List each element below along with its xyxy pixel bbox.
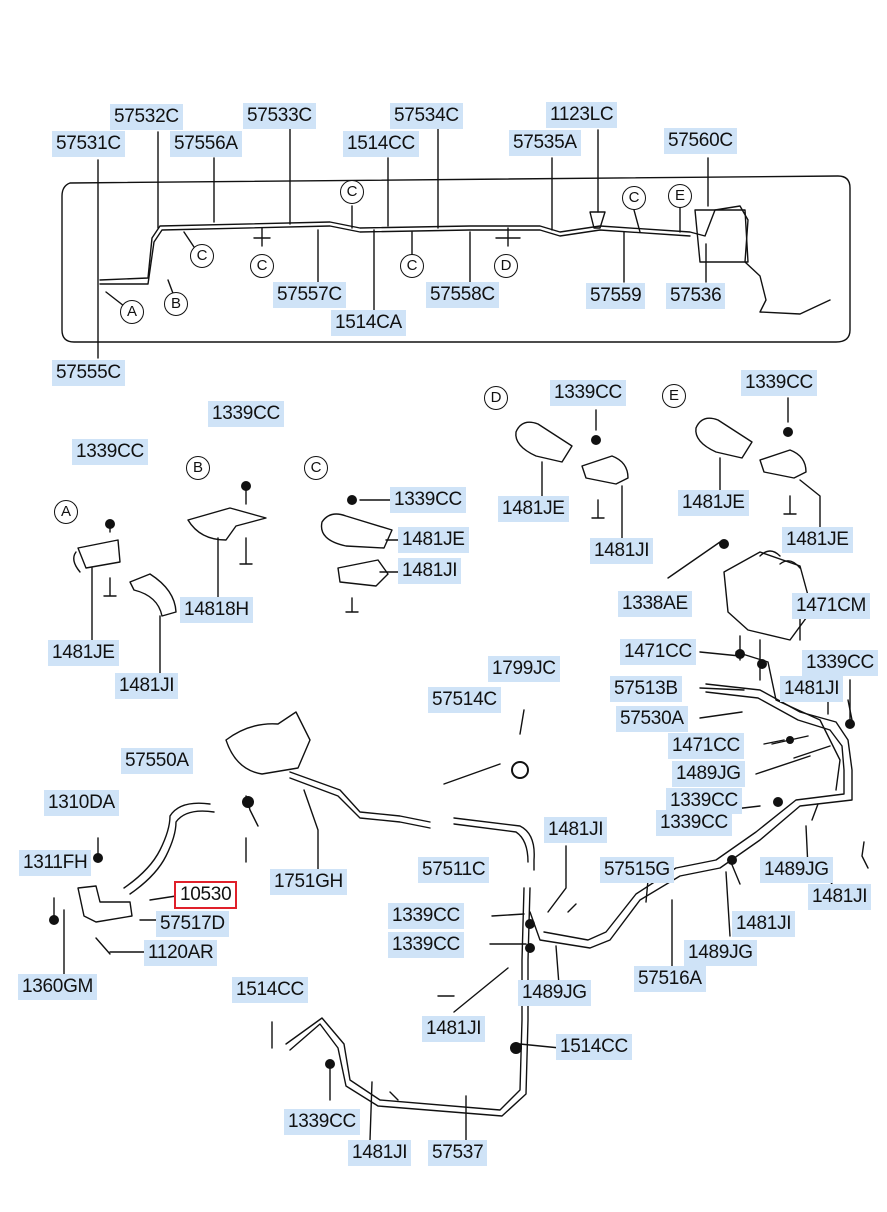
part-label[interactable]: 1481JE [498, 496, 569, 522]
part-label[interactable]: 1514CA [331, 310, 406, 336]
part-label[interactable]: 57556A [170, 131, 242, 157]
part-label[interactable]: 57515G [600, 857, 674, 883]
part-label[interactable]: 1481JI [398, 558, 462, 584]
part-label[interactable]: 1339CC [284, 1109, 360, 1135]
detail-marker-c: C [190, 244, 214, 268]
part-label[interactable]: 1481JI [544, 817, 608, 843]
part-label[interactable]: 1489JG [684, 940, 757, 966]
part-label[interactable]: 14818H [180, 597, 253, 623]
part-label[interactable]: 1481JI [732, 911, 796, 937]
part-label[interactable]: 1338AE [618, 591, 692, 617]
part-label[interactable]: 1471CM [792, 593, 871, 619]
part-label[interactable]: 1514CC [232, 977, 308, 1003]
part-label[interactable]: 1799JC [488, 656, 560, 682]
part-label[interactable]: 1489JG [518, 980, 591, 1006]
part-label[interactable]: 57535A [509, 130, 581, 156]
part-label[interactable]: 57560C [664, 128, 737, 154]
detail-marker-c: C [400, 254, 424, 278]
part-label[interactable]: 1481JI [590, 538, 654, 564]
part-label[interactable]: 57513B [610, 676, 682, 702]
part-label[interactable]: 1481JE [782, 527, 853, 553]
part-label[interactable]: 1471CC [668, 733, 744, 759]
part-label[interactable]: 1481JI [348, 1140, 412, 1166]
part-label[interactable]: 1339CC [666, 788, 742, 814]
part-label[interactable]: 1514CC [556, 1034, 632, 1060]
part-label[interactable]: 1339CC [388, 903, 464, 929]
part-label[interactable]: 1339CC [802, 650, 878, 676]
part-label[interactable]: 1339CC [741, 370, 817, 396]
detail-marker-d: D [494, 254, 518, 278]
part-label[interactable]: 57558C [426, 282, 499, 308]
part-label[interactable]: 1489JG [760, 857, 833, 883]
part-label[interactable]: 57536 [666, 283, 726, 309]
part-label[interactable]: 57517D [156, 911, 229, 937]
part-label[interactable]: 1311FH [19, 850, 92, 876]
detail-marker-c: C [304, 456, 328, 480]
part-label[interactable]: 57516A [634, 966, 706, 992]
part-label[interactable]: 1120AR [144, 940, 218, 966]
part-label[interactable]: 1481JE [48, 640, 119, 666]
part-label[interactable]: 1310DA [44, 790, 119, 816]
part-label[interactable]: 1339CC [72, 439, 148, 465]
vehicle-outline [61, 175, 851, 343]
part-label[interactable]: 1751GH [270, 869, 347, 895]
part-label[interactable]: 1481JI [422, 1016, 486, 1042]
detail-marker-b: B [164, 292, 188, 316]
part-label[interactable]: 1339CC [390, 487, 466, 513]
caliper [225, 711, 311, 775]
abs-unit-top [694, 209, 749, 263]
part-label[interactable]: 57534C [390, 103, 463, 129]
part-label[interactable]: 57533C [243, 103, 316, 129]
part-label[interactable]: 57514C [428, 687, 501, 713]
part-label[interactable]: 1339CC [208, 401, 284, 427]
detail-marker-c: C [250, 254, 274, 278]
detail-marker-d: D [484, 386, 508, 410]
part-label[interactable]: 1481JE [398, 527, 469, 553]
part-label[interactable]: 57550A [121, 748, 193, 774]
part-label[interactable]: 1489JG [672, 761, 745, 787]
part-label[interactable]: 57555C [52, 360, 125, 386]
detail-marker-a: A [120, 300, 144, 324]
part-label[interactable]: 1471CC [620, 639, 696, 665]
part-label[interactable]: 57559 [586, 283, 646, 309]
part-label[interactable]: 1339CC [550, 380, 626, 406]
part-label[interactable]: 1481JI [780, 676, 844, 702]
part-label[interactable]: 1360GM [18, 974, 98, 1000]
detail-marker-c: C [622, 186, 646, 210]
part-label[interactable]: 1339CC [388, 932, 464, 958]
part-label[interactable]: 57511C [418, 857, 490, 883]
selected-part-label[interactable]: 10530 [174, 881, 238, 909]
front-hose [123, 802, 211, 889]
main-brake-tube [99, 205, 831, 315]
part-label[interactable]: 1481JI [115, 673, 179, 699]
detail-marker-e: E [662, 384, 686, 408]
bracket-57517d [77, 885, 133, 923]
part-label[interactable]: 57557C [273, 282, 346, 308]
detail-marker-a: A [54, 500, 78, 524]
abs-unit [723, 551, 813, 641]
part-label[interactable]: 57537 [428, 1140, 488, 1166]
detail-marker-e: E [668, 184, 692, 208]
part-label[interactable]: 1481JI [808, 884, 872, 910]
detail-marker-c: C [340, 180, 364, 204]
part-label[interactable]: 1481JE [678, 490, 749, 516]
part-label[interactable]: 57531C [52, 131, 125, 157]
part-label[interactable]: 57532C [110, 104, 183, 130]
part-label[interactable]: 1339CC [656, 810, 732, 836]
detail-marker-b: B [186, 456, 210, 480]
part-label[interactable]: 1514CC [343, 131, 419, 157]
part-label[interactable]: 1123LC [546, 102, 618, 128]
part-label[interactable]: 57530A [616, 706, 688, 732]
